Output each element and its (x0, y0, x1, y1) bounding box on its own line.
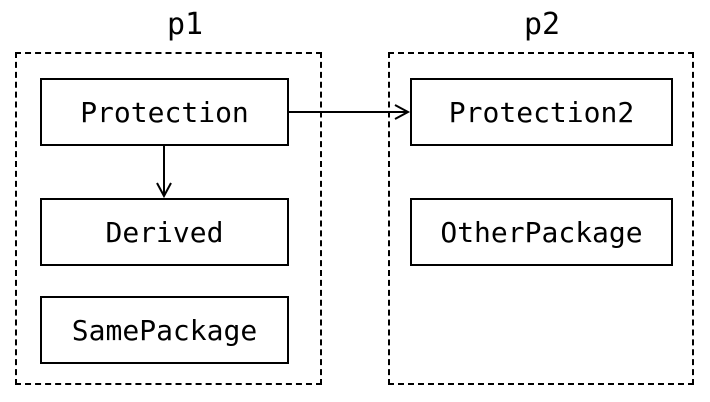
class-protection2: Protection2 (410, 78, 673, 146)
package-label-p2: p2 (523, 7, 561, 42)
class-same-package: SamePackage (40, 296, 289, 364)
arrow-protection-to-derived (156, 146, 172, 199)
class-derived: Derived (40, 198, 289, 266)
package-p2 (388, 52, 694, 385)
package-p1 (15, 52, 322, 385)
class-other-package: OtherPackage (410, 198, 673, 266)
class-protection: Protection (40, 78, 289, 146)
package-label-p1: p1 (166, 7, 204, 42)
